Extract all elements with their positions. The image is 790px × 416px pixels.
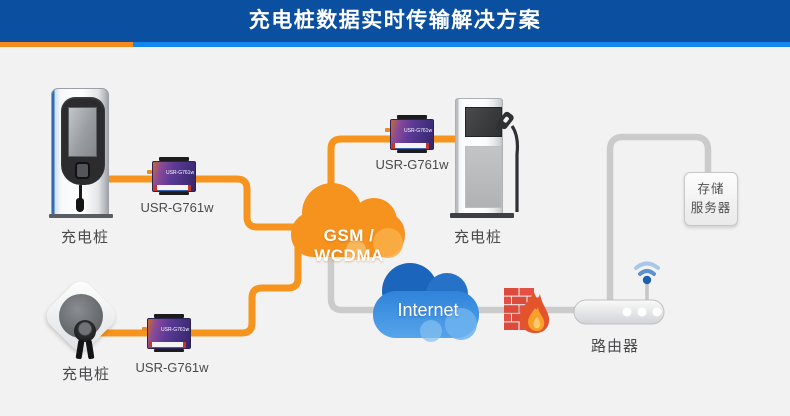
charging-gun-icon	[496, 111, 520, 212]
charging-pile-kiosk-3	[450, 96, 522, 222]
din-bracket	[154, 314, 184, 318]
header-bar: 充电桩数据实时传输解决方案	[0, 0, 790, 42]
pile3-label: 充电桩	[453, 229, 502, 246]
module-face-label: USR-G761w	[166, 169, 195, 176]
pile3-body	[455, 98, 503, 214]
pile1-screen-panel	[61, 97, 105, 185]
din-bracket	[159, 157, 189, 161]
strip-tab	[149, 342, 152, 348]
strip-tab	[426, 143, 429, 149]
link-pile2-to-gsm	[95, 235, 302, 337]
pile3-base	[450, 213, 514, 218]
router-icon	[573, 261, 665, 325]
strip-tab	[154, 185, 157, 191]
usr-g761w-module-2: USR-G761w	[142, 314, 192, 352]
din-bracket	[154, 348, 184, 352]
usr-g761w-module-3: USR-G761w	[385, 115, 435, 153]
link-router-to-server	[606, 133, 712, 306]
pile1-label: 充电桩	[60, 229, 109, 246]
wifi-icon	[634, 261, 660, 285]
accent-stripe-orange	[0, 42, 133, 47]
module-face-label: USR-G761w	[404, 127, 433, 134]
strip-tab	[392, 143, 395, 149]
gsm-cloud-icon	[291, 183, 405, 260]
accent-stripe-blue	[133, 42, 790, 47]
antenna-stub-icon	[142, 327, 147, 331]
page-title: 充电桩数据实时传输解决方案	[248, 9, 542, 32]
usr-g761w-module-1: USR-G761w	[147, 157, 197, 195]
gsm-cloud-label: GSM / WCDMA	[314, 226, 384, 265]
pile2-connector	[74, 320, 96, 342]
module-label-strip	[154, 185, 191, 191]
link-pile1-to-gsm	[98, 175, 312, 231]
pile1-screen	[68, 107, 97, 157]
router-label: 路由器	[590, 338, 639, 355]
link-gsm-to-pile3	[327, 135, 462, 205]
pile3-panel	[465, 146, 502, 208]
antenna-stub-icon	[385, 128, 390, 132]
internet-cloud-label: Internet	[397, 300, 459, 320]
storage-server-box: 存储 服务器	[684, 172, 738, 226]
pile2-label: 充电桩	[61, 366, 110, 383]
server-label-line1: 存储	[697, 182, 725, 196]
pile1-base	[49, 214, 113, 218]
pile1-connector-socket	[75, 162, 90, 179]
din-bracket	[159, 191, 189, 195]
firewall-icon	[504, 288, 550, 334]
din-bracket	[397, 115, 427, 119]
charging-pile-wall-2	[41, 276, 121, 365]
module-label-strip	[392, 143, 429, 149]
module3-label: USR-G761w	[375, 157, 449, 172]
din-bracket	[397, 149, 427, 153]
module2-label: USR-G761w	[135, 360, 209, 375]
antenna-stub-icon	[147, 170, 152, 174]
pile1-plug	[76, 198, 84, 212]
module1-label: USR-G761w	[140, 200, 214, 215]
module-face-label: USR-G761w	[161, 326, 190, 333]
pile3-screen	[465, 107, 502, 137]
server-label-line2: 服务器	[690, 201, 732, 216]
strip-tab	[188, 185, 191, 191]
strip-tab	[183, 342, 186, 348]
module-label-strip	[149, 342, 186, 348]
link-gsm-to-internet	[327, 240, 405, 314]
pile1-body	[51, 88, 109, 216]
internet-cloud-icon	[373, 263, 479, 342]
pile1-cable	[79, 185, 82, 199]
charging-pile-kiosk-1	[49, 88, 115, 220]
